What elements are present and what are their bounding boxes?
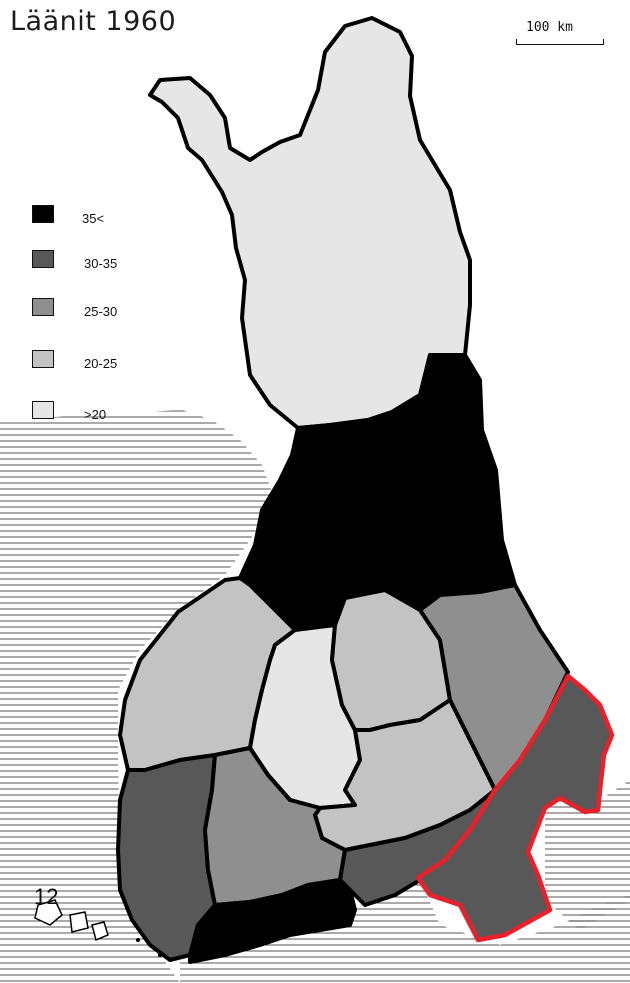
legend-swatch bbox=[32, 250, 54, 268]
map-title: Läänit 1960 bbox=[10, 6, 177, 37]
sea-hatching-east bbox=[545, 780, 630, 930]
legend-swatch bbox=[32, 205, 54, 223]
legend-label: >20 bbox=[84, 407, 107, 422]
sea-hatching-west bbox=[0, 410, 275, 983]
legend-label: 30-35 bbox=[84, 256, 118, 271]
region-uusimaa bbox=[188, 878, 357, 964]
legend-label: 35< bbox=[82, 211, 105, 226]
page-number: 12 bbox=[34, 884, 59, 909]
legend-swatch bbox=[32, 350, 54, 368]
aland-islands bbox=[34, 899, 109, 942]
coastal-islands bbox=[136, 488, 302, 957]
legend-swatch bbox=[32, 401, 54, 419]
legend-label: 25-30 bbox=[84, 304, 118, 319]
region-lappi bbox=[148, 16, 472, 430]
legend-swatch bbox=[32, 298, 54, 316]
scale-bar-line bbox=[516, 39, 604, 45]
scale-label: 100 km bbox=[526, 20, 573, 35]
scale-bar: 100 km bbox=[512, 20, 604, 46]
region-luovutettu-karjala bbox=[415, 673, 615, 943]
sea-hatching-south bbox=[180, 880, 630, 983]
legend-label: 20-25 bbox=[84, 356, 118, 371]
